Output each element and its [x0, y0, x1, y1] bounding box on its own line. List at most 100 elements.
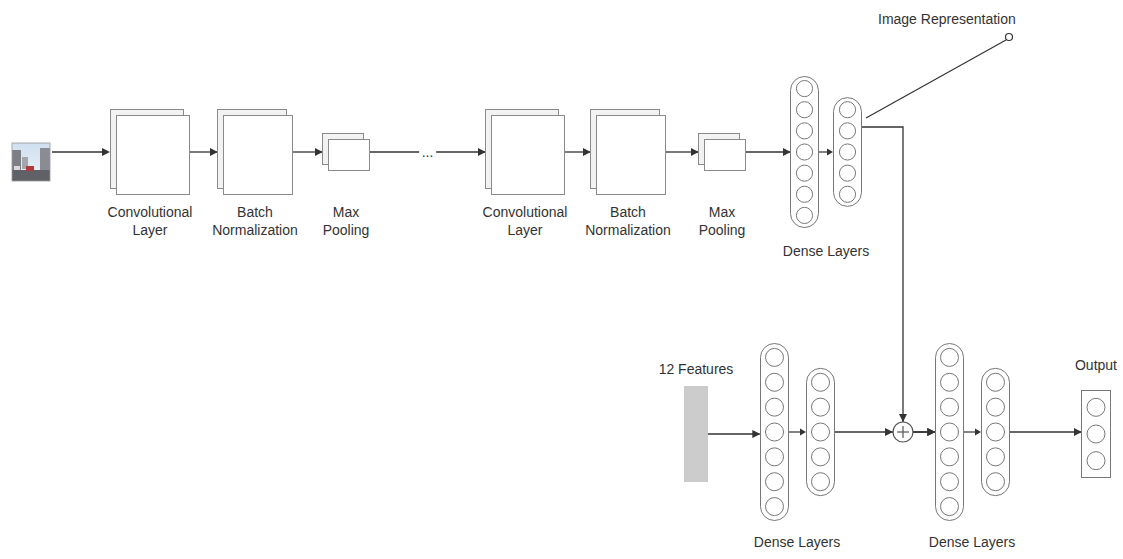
- neuron: [765, 498, 783, 516]
- inner-arrow: [819, 151, 828, 152]
- neuron: [765, 448, 783, 466]
- connector-arrow: [1010, 431, 1082, 432]
- batchnorm-layer: Batch Normalization: [205, 109, 305, 239]
- neuron: [986, 473, 1004, 491]
- neuron: [811, 473, 829, 491]
- neuron: [940, 398, 958, 416]
- neuron: [811, 373, 829, 391]
- neuron-column: [935, 344, 963, 521]
- layer-stack-graphic: [485, 109, 565, 195]
- conv-layer: Convolutional Layer: [475, 109, 575, 239]
- neuron: [839, 165, 855, 181]
- concat-symbol: [885, 414, 913, 442]
- dense-layers: Dense Layers: [917, 343, 1027, 551]
- feature-vector-shape: [684, 386, 708, 482]
- connector-arrow: [666, 151, 698, 152]
- neuron: [986, 448, 1004, 466]
- layer-label: Convolutional Layer: [100, 203, 200, 239]
- neuron: [796, 81, 812, 97]
- connector-arrow: [835, 431, 935, 432]
- neuron: [940, 448, 958, 466]
- neuron: [940, 423, 958, 441]
- pooling-layer-shape: [322, 133, 370, 171]
- neuron: [940, 348, 958, 366]
- neuron: [765, 373, 783, 391]
- dense-graphic: [760, 343, 835, 521]
- dense-layers-shape: [790, 76, 862, 228]
- neuron: [811, 398, 829, 416]
- layer-label: 12 Features: [646, 360, 746, 378]
- pooling-layer: Max Pooling: [311, 133, 381, 239]
- inner-arrow: [789, 431, 801, 432]
- dense-graphic: [935, 343, 1010, 521]
- neuron: [940, 373, 958, 391]
- inner-arrowhead: [975, 429, 981, 436]
- neuron: [986, 423, 1004, 441]
- neuron: [986, 398, 1004, 416]
- layer-label: Dense Layers: [742, 533, 852, 551]
- neuron: [796, 207, 812, 223]
- stack-front: [329, 140, 370, 171]
- layer-label: Max Pooling: [311, 203, 381, 239]
- neuron-column: [791, 77, 819, 228]
- neuron: [765, 398, 783, 416]
- neuron-column: [834, 98, 862, 207]
- conv-layer-shape: [110, 109, 190, 195]
- connector-arrow: [293, 151, 322, 152]
- neuron: [796, 102, 812, 118]
- layer-stack-graphic: [590, 109, 666, 195]
- neuron-column: [760, 344, 788, 521]
- layer-stack-graphic: [217, 109, 293, 195]
- neuron: [811, 423, 829, 441]
- inner-arrowhead: [800, 429, 806, 436]
- pooling-layer-shape: [698, 133, 746, 171]
- connector-arrow: [746, 151, 790, 152]
- layer-label: Output: [1066, 356, 1123, 374]
- batchnorm-layer-shape: [590, 109, 666, 195]
- connector-arrow: [862, 127, 935, 432]
- dense-layers: Dense Layers: [771, 76, 881, 260]
- layer-label: Batch Normalization: [578, 203, 678, 239]
- neuron: [796, 144, 812, 160]
- stack-front: [705, 140, 746, 171]
- batchnorm-layer-shape: [217, 109, 293, 195]
- neuron: [796, 165, 812, 181]
- stack-front: [224, 116, 293, 195]
- output-vector-shape: [1081, 390, 1111, 478]
- neuron: [1087, 452, 1105, 470]
- neuron: [765, 348, 783, 366]
- dense-layers-shape: [935, 343, 1010, 521]
- neuron: [1087, 425, 1105, 443]
- street-photo: [12, 143, 50, 181]
- neuron: [839, 144, 855, 160]
- callout-label: Image Representation: [878, 10, 1016, 28]
- pooling-layer: Max Pooling: [687, 133, 757, 239]
- neuron: [796, 123, 812, 139]
- layer-label: Batch Normalization: [205, 203, 305, 239]
- batchnorm-layer: Batch Normalization: [578, 109, 678, 239]
- neuron: [796, 186, 812, 202]
- output-vector: Output: [1066, 356, 1123, 478]
- neuron: [839, 102, 855, 118]
- layer-label: Dense Layers: [771, 242, 881, 260]
- conv-layer-shape: [485, 109, 565, 195]
- stack-front: [597, 116, 666, 195]
- inner-arrow: [964, 431, 976, 432]
- connector-arrow: [190, 151, 217, 152]
- neuron-column: [806, 368, 834, 495]
- connector-arrow: [708, 433, 760, 434]
- layer-label: Convolutional Layer: [475, 203, 575, 239]
- layer-label: Dense Layers: [917, 533, 1027, 551]
- neuron: [839, 123, 855, 139]
- input-arrow: [52, 148, 110, 156]
- neuron: [940, 498, 958, 516]
- connector-arrow: [565, 151, 590, 152]
- neuron: [986, 373, 1004, 391]
- stack-front: [492, 116, 565, 195]
- stack-front: [117, 116, 190, 195]
- neuron: [1087, 398, 1105, 416]
- conv-layer: Convolutional Layer: [100, 109, 200, 239]
- output-graphic: [1081, 390, 1111, 478]
- neuron: [811, 448, 829, 466]
